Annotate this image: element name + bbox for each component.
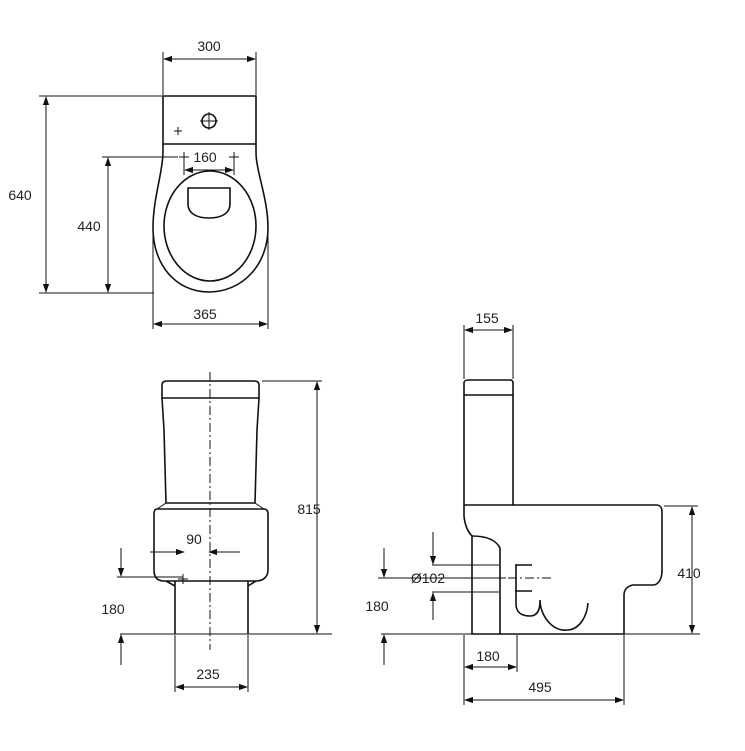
tank-fitting-small-icon [174, 127, 182, 135]
dim-label-side-offset-180: 180 [476, 648, 500, 664]
dim-label-440: 440 [77, 218, 101, 234]
dim-label-side-180: 180 [365, 598, 389, 614]
top-view: 300 640 440 160 365 [8, 38, 269, 329]
dim-label-90: 90 [186, 531, 202, 547]
front-view-tank-lid [161, 380, 260, 399]
top-view-seat-cutout [187, 187, 231, 219]
dim-label-160: 160 [193, 149, 217, 165]
side-view-tank [463, 395, 514, 506]
top-view-bowl [152, 144, 269, 293]
side-view-bowl [463, 504, 663, 635]
side-view: 155 Ø102 180 410 180 495 [365, 310, 701, 705]
dim-label-front-180: 180 [101, 601, 125, 617]
dim-label-155: 155 [475, 310, 499, 326]
tank-fitting-icon [200, 112, 218, 130]
dim-label-365: 365 [193, 306, 217, 322]
dim-label-410: 410 [677, 565, 701, 581]
dim-label-235: 235 [196, 666, 220, 682]
dim-label-300: 300 [197, 38, 221, 54]
dim-label-640: 640 [8, 187, 32, 203]
front-view: 90 180 815 235 [101, 372, 332, 692]
dim-label-815: 815 [297, 501, 321, 517]
front-view-pedestal [165, 580, 257, 634]
front-view-bowl [153, 508, 269, 582]
side-view-trapway [471, 535, 589, 634]
side-view-tank-lid [463, 379, 514, 396]
front-bolt-icon [178, 574, 188, 584]
dim-label-495: 495 [528, 679, 552, 695]
